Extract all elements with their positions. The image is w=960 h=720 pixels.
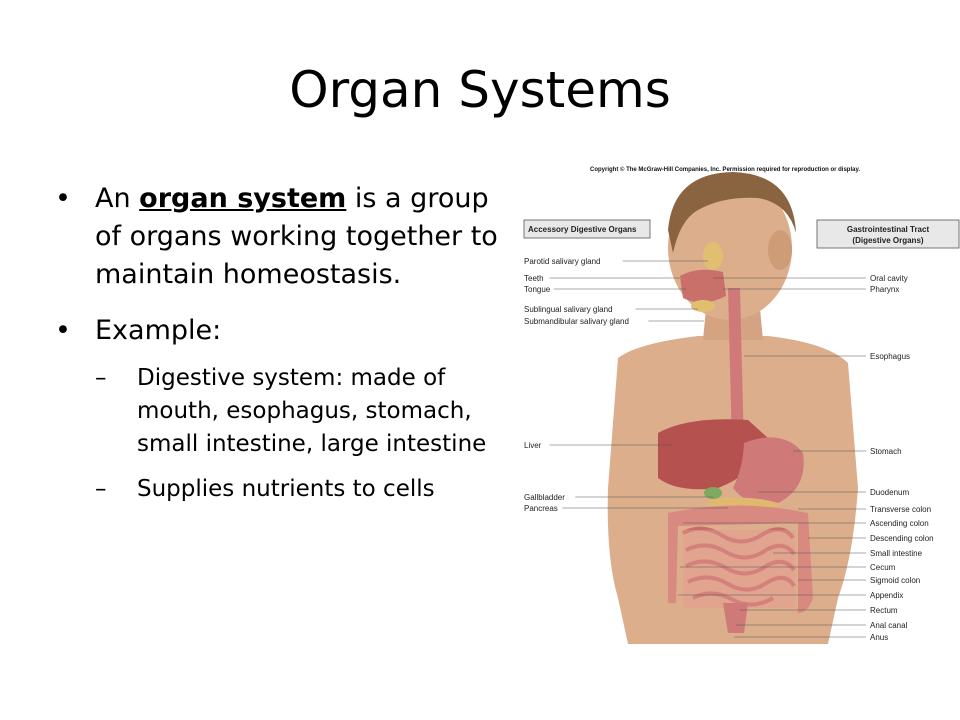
left-label: Teeth xyxy=(524,274,544,283)
right-label: Anus xyxy=(870,633,888,642)
sub-bullet-nutrients-text: Supplies nutrients to cells xyxy=(137,476,435,502)
right-label: Ascending colon xyxy=(870,519,929,528)
bullet-icon: • xyxy=(55,315,71,346)
slide-title: Organ Systems xyxy=(289,61,671,119)
left-label: Pancreas xyxy=(524,504,558,513)
gi-tract-label-line2: (Digestive Organs) xyxy=(852,236,923,245)
sub-bullet-nutrients: – Supplies nutrients to cells xyxy=(55,473,510,506)
right-label: Transverse colon xyxy=(870,505,931,514)
left-label: Parotid salivary gland xyxy=(524,257,600,266)
sub-bullet-digestive-text: Digestive system: made of mouth, esophag… xyxy=(137,365,487,457)
right-label: Small intestine xyxy=(870,549,923,558)
left-label: Submandibular salivary gland xyxy=(524,317,629,326)
left-label: Gallbladder xyxy=(524,493,565,502)
bullet-icon: • xyxy=(55,183,71,214)
sub-bullet-digestive: – Digestive system: made of mouth, esopha… xyxy=(55,362,510,461)
gi-tract-label-line1: Gastrointestinal Tract xyxy=(847,225,930,234)
bullet-list: • An organ system is a group of organs wo… xyxy=(55,180,510,506)
gi-tract-box xyxy=(816,219,960,249)
right-label: Sigmoid colon xyxy=(870,576,920,585)
right-label: Descending colon xyxy=(870,534,934,543)
right-label: Rectum xyxy=(870,606,898,615)
right-label: Pharynx xyxy=(870,285,899,294)
left-label: Sublingual salivary gland xyxy=(524,305,613,314)
left-label: Tongue xyxy=(524,285,551,294)
dash-icon: – xyxy=(95,365,107,391)
right-label: Appendix xyxy=(870,591,903,600)
right-label: Anal canal xyxy=(870,621,908,630)
right-label: Oral cavity xyxy=(870,274,908,283)
bullet-keyword: organ system xyxy=(139,183,347,214)
copyright-text: Copyright © The McGraw-Hill Companies, I… xyxy=(590,166,860,173)
left-label: Liver xyxy=(524,441,542,450)
bullet-text-post: is a group of organs working together to… xyxy=(95,183,498,290)
right-label: Duodenum xyxy=(870,488,909,497)
bullet-organ-system: • An organ system is a group of organs wo… xyxy=(55,180,510,294)
right-label: Stomach xyxy=(870,447,902,456)
bullet-example-text: Example: xyxy=(95,315,222,346)
bullet-example: • Example: xyxy=(55,312,510,350)
left-label-group: Parotid salivary glandTeethTongueSubling… xyxy=(524,257,728,513)
right-label-group: Oral cavityPharynxEsophagusStomachDuoden… xyxy=(678,274,934,642)
digestive-system-figure: Copyright © The McGraw-Hill Companies, I… xyxy=(523,166,960,644)
accessory-organs-label: Accessory Digestive Organs xyxy=(528,225,637,234)
accessory-organs-box xyxy=(523,219,651,239)
torso-illustration xyxy=(607,172,858,644)
right-label: Cecum xyxy=(870,563,896,572)
right-label: Esophagus xyxy=(870,352,910,361)
dash-icon: – xyxy=(95,476,107,502)
bullet-text-pre: An xyxy=(95,183,140,214)
